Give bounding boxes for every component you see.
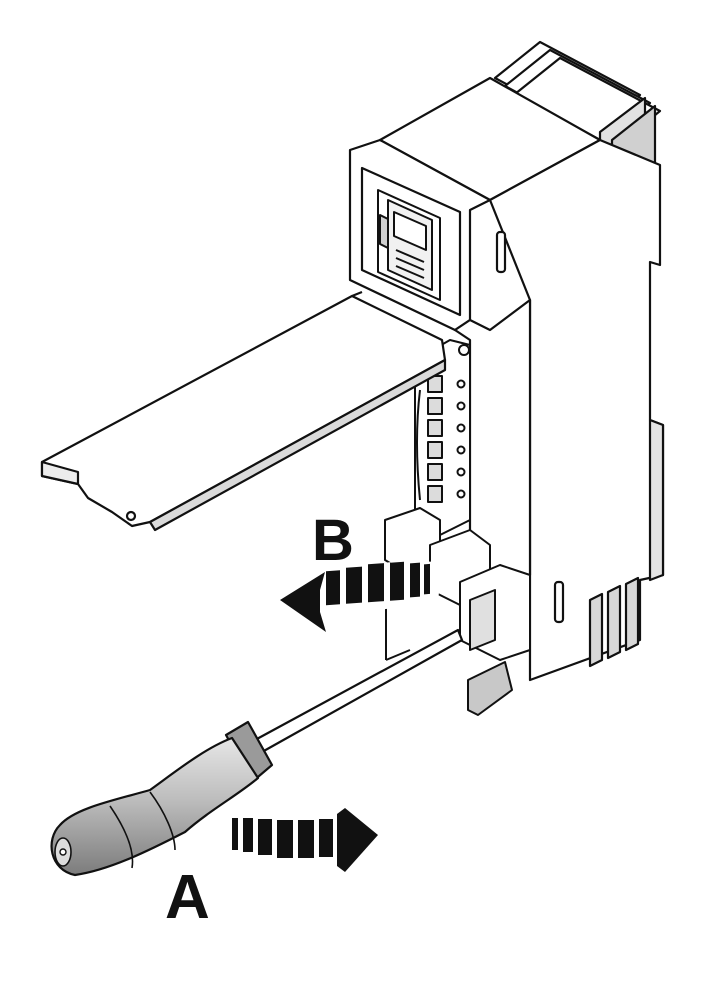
- side-slot-upper: [495, 230, 507, 274]
- curved-arrow-left-icon: [266, 554, 442, 646]
- step-label-b: B: [312, 508, 354, 573]
- rj45-port-icon: [377, 189, 441, 301]
- cover-screw: [125, 510, 137, 522]
- release-latch: [467, 661, 513, 716]
- lower-plug-module: [384, 507, 531, 716]
- screwdriver-handle: [50, 736, 260, 877]
- screwdriver-icon: [50, 628, 464, 877]
- top-cooling-fins: [493, 40, 662, 197]
- hinged-cover-open: [40, 290, 447, 532]
- bottom-cooling-fins: [588, 576, 640, 668]
- screwdriver-shaft: [253, 628, 464, 754]
- terminal-screws: [456, 344, 470, 499]
- terminal-clamps: [427, 375, 443, 503]
- side-slot-lower: [553, 580, 565, 624]
- curved-arrow-right-icon: [219, 789, 396, 886]
- din-rail-clip: [648, 418, 665, 582]
- terminal-block: [414, 339, 471, 536]
- step-label-a: A: [165, 863, 210, 932]
